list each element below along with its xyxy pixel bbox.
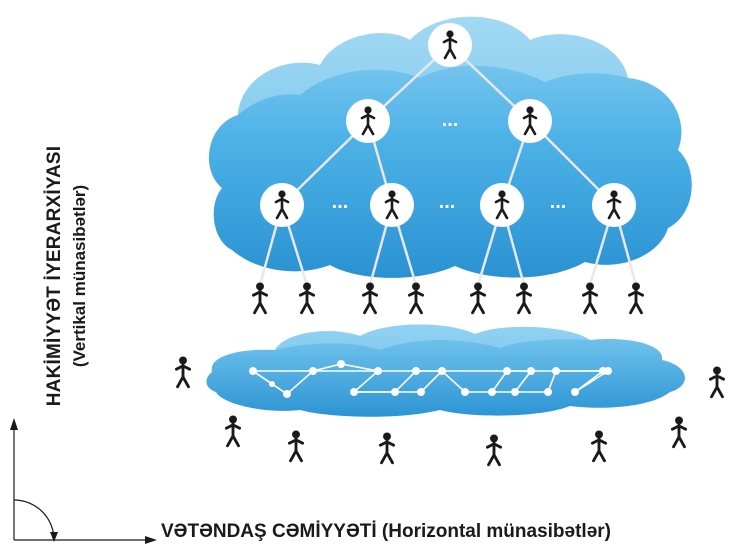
person-icon — [485, 434, 503, 467]
hierarchy-node-level3-1 — [260, 183, 304, 227]
vertical-subtitle: (Vertikal münasibətlər) — [70, 184, 89, 368]
ellipsis-level3-b: ... — [439, 191, 456, 213]
hierarchy-node-level3-4 — [592, 183, 636, 227]
horizontal-axis-arrow-icon — [145, 536, 157, 544]
hierarchy-cloud — [208, 16, 692, 278]
person-icon — [361, 282, 379, 315]
hierarchy-node-level3-2 — [370, 183, 414, 227]
person-icon — [378, 432, 396, 465]
hierarchy-node-top — [428, 23, 472, 67]
person-icon — [224, 415, 242, 448]
person-icon — [515, 282, 533, 315]
hierarchy-node-level2-left — [346, 99, 390, 143]
person-icon — [407, 282, 425, 315]
vertical-title: HAKİMİYYƏT İYERARXİYASI — [44, 145, 65, 407]
axes — [10, 418, 157, 544]
ellipsis-level2: ... — [442, 109, 459, 131]
angle-arrow-icon — [50, 532, 58, 542]
person-icon — [670, 416, 688, 449]
person-icon — [708, 366, 726, 399]
person-icon — [174, 356, 192, 389]
civil-society-nodes — [249, 360, 612, 398]
person-icon — [627, 282, 645, 315]
ellipsis-level3-a: ... — [332, 191, 349, 213]
person-icon — [298, 282, 316, 315]
person-icon — [251, 282, 269, 315]
person-icon — [581, 282, 599, 315]
horizontal-title: VƏTƏNDAŞ CƏMİYYƏTİ (Horizontal münasibət… — [161, 521, 611, 542]
person-icon — [590, 430, 608, 463]
hierarchy-node-level3-3 — [480, 183, 524, 227]
person-icon — [287, 430, 305, 463]
person-icon — [469, 282, 487, 315]
angle-arc — [13, 499, 55, 541]
hierarchy-node-level2-right — [508, 99, 552, 143]
subordinate-people — [251, 282, 645, 315]
ellipsis-level3-c: ... — [550, 191, 567, 213]
vertical-axis-arrow-icon — [10, 418, 18, 430]
